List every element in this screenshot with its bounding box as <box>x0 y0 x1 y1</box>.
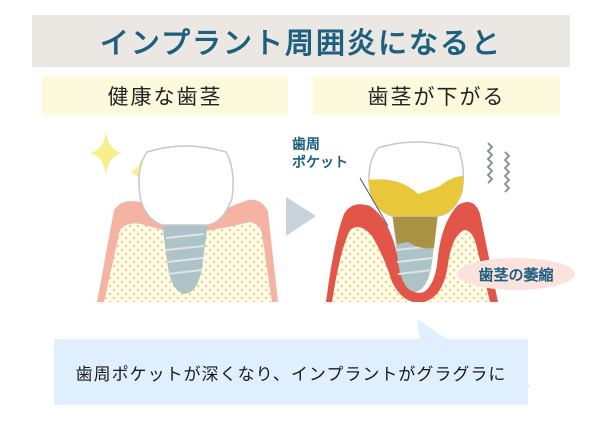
page-title: インプラント周囲炎になると <box>99 26 503 60</box>
pocket-label-line1: 歯周 <box>292 137 320 153</box>
title-bar: インプラント周囲炎になると <box>32 15 570 67</box>
heading-receding-gum-label: 歯茎が下がる <box>367 84 506 109</box>
pocket-label-line2: ポケット <box>292 155 348 171</box>
receding-implant-illustration <box>326 141 511 303</box>
note-text-plain: 歯周ポケットが深くなり、 <box>75 364 291 385</box>
pocket-pointer-line <box>359 177 389 227</box>
arrow-right-icon <box>286 197 316 236</box>
heading-healthy-gum: 健康な歯茎 <box>42 76 288 115</box>
recession-label-text: 歯茎の萎縮 <box>478 265 554 284</box>
recession-label: 歯茎の萎縮 <box>457 258 575 290</box>
note-pointer <box>417 319 447 339</box>
bone <box>332 227 490 303</box>
heading-healthy-gum-label: 健康な歯茎 <box>107 84 223 109</box>
shake-icon <box>486 142 494 184</box>
implant-screw <box>162 222 208 294</box>
healthy-implant-illustration <box>90 131 278 302</box>
shake-icon <box>503 151 511 193</box>
plaque <box>392 213 438 249</box>
sparkle-icon <box>90 131 122 176</box>
plaque-on-crown <box>368 176 464 216</box>
note-text-highlight: インプラントがグラグラに <box>290 364 507 385</box>
crown <box>138 145 234 226</box>
heading-receding-gum: 歯茎が下がる <box>313 76 560 115</box>
note-box: 歯周ポケットが深くなり、 インプラントがグラグラに <box>54 339 528 405</box>
pocket-label: 歯周 ポケット <box>292 136 348 172</box>
